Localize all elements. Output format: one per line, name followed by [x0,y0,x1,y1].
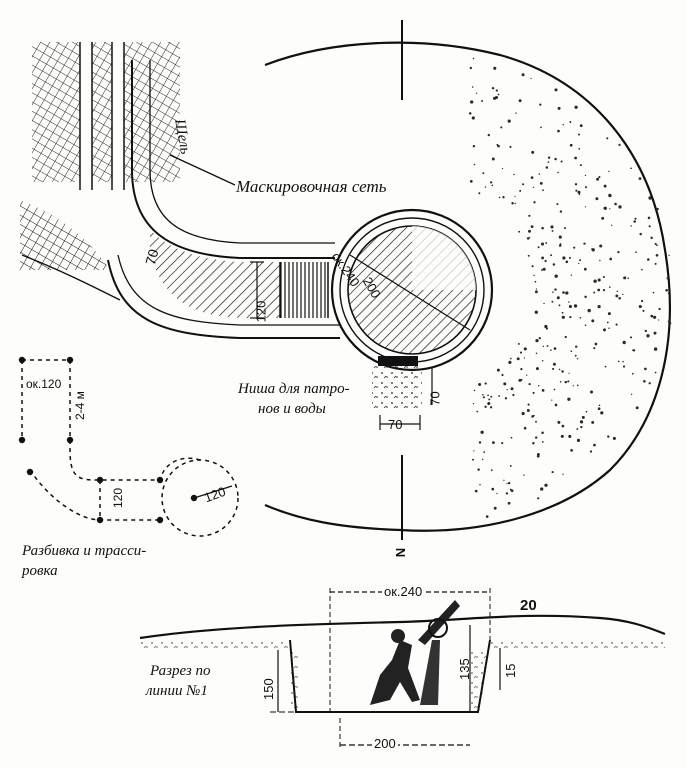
layout-label-line-1: Разбивка и трасси- [22,543,147,559]
dim-70-curve: 70 [142,247,162,267]
dim-2-4m: 2-4 м [73,391,87,420]
dim-ok240-section: ок.240 [382,584,425,599]
dim-150-section: 150 [261,678,276,700]
section-label-line-2: линии №1 [146,683,208,699]
camouflage-mound [264,41,672,532]
layout-label-line-2: ровка [22,563,58,579]
approach-trench [107,60,340,339]
soil-stipple [468,57,672,518]
slit-trench [20,42,180,301]
section-label-line-1: Разрез по [150,663,211,679]
dim-120-trench: 120 [253,300,269,323]
staking-layout [21,359,239,537]
radius-line [193,485,233,499]
circular-pit [330,208,494,430]
north-marker: N [393,547,409,558]
dim-ok120: ок.120 [26,377,62,391]
masking-net-label: Маскировочная сеть [236,177,387,196]
dim-120-layout-vertical: 120 [111,487,125,508]
staking-pegs [18,356,198,524]
dim-70-niche-vertical: 70 [427,391,443,406]
cross-section [139,588,666,750]
net-leader [169,154,236,186]
dim-20-section: 20 [520,597,537,614]
dim-15-section: 15 [503,663,518,678]
dim-70-niche-horizontal: 70 [388,417,403,432]
dim-135-section: 135 [457,658,472,680]
niche-label-line-2: нов и воды [258,401,326,417]
dim-200-section: 200 [372,736,398,751]
niche-label-line-1: Ниша для патро- [238,381,350,397]
